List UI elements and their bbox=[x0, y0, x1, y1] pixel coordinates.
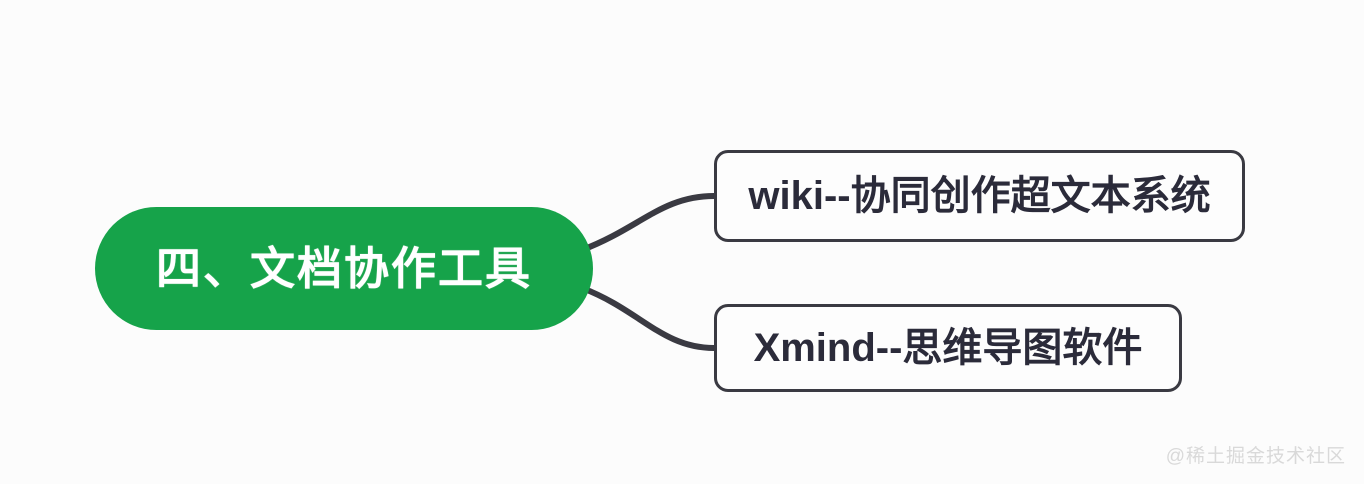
connector-root-to-branch-1 bbox=[579, 285, 717, 351]
mindmap-branch-label: Xmind--思维导图软件 bbox=[753, 326, 1143, 370]
mindmap-branch-label: wiki--协同创作超文本系统 bbox=[748, 174, 1211, 218]
connector-root-to-branch-0 bbox=[579, 193, 717, 253]
mindmap-branch-node-xmind[interactable]: Xmind--思维导图软件 bbox=[714, 304, 1182, 392]
mindmap-root-label: 四、文档协作工具 bbox=[155, 243, 532, 294]
watermark-text: @稀土掘金技术社区 bbox=[1165, 446, 1346, 467]
mindmap-branch-node-wiki[interactable]: wiki--协同创作超文本系统 bbox=[714, 150, 1245, 242]
mindmap-root-node[interactable]: 四、文档协作工具 bbox=[95, 207, 593, 330]
